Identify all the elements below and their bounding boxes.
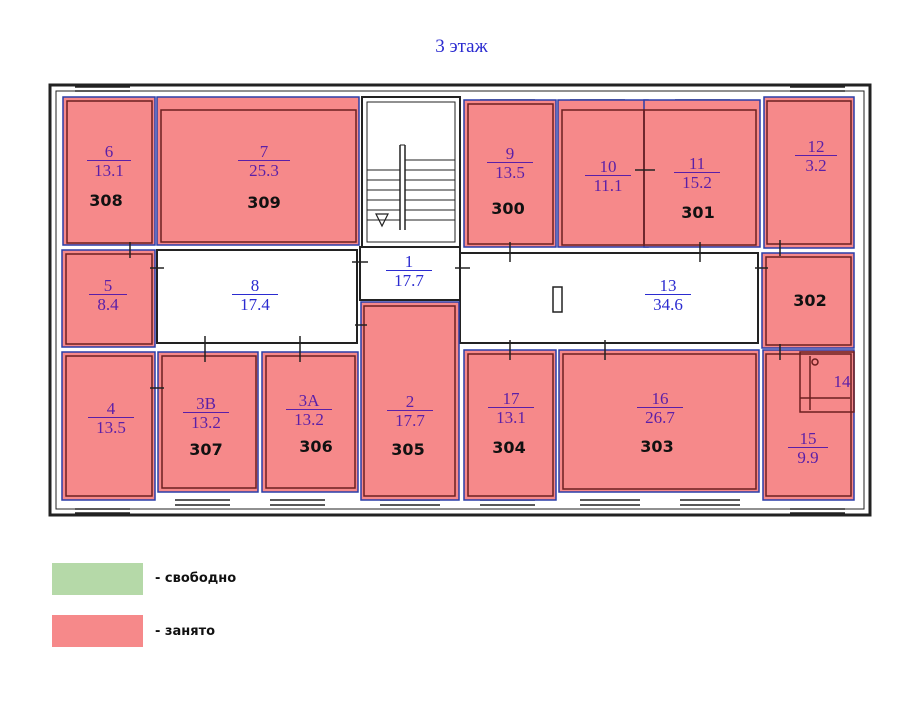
room-6[interactable]: [62, 96, 156, 246]
room-3v[interactable]: [157, 351, 259, 493]
corridor-13: [459, 252, 759, 344]
room-12[interactable]: [763, 96, 855, 249]
inner-wall: [55, 90, 865, 510]
floor-plan: [48, 83, 872, 517]
hall-1: [359, 246, 461, 301]
legend-occupied-label: - занято: [155, 624, 216, 639]
column: [552, 286, 563, 313]
floor-title: 3 этаж: [435, 36, 488, 57]
room-11-number: 301: [681, 203, 715, 222]
room-7[interactable]: [156, 96, 360, 246]
room-5[interactable]: [61, 249, 156, 348]
room-7-number: 309: [247, 193, 281, 212]
corridor-8: [156, 249, 358, 344]
room-3v-number: 307: [189, 440, 223, 459]
room-17-number: 304: [492, 438, 526, 457]
room-10[interactable]: [557, 99, 649, 248]
room-16[interactable]: [558, 349, 760, 493]
legend-free-swatch: [52, 563, 143, 595]
legend-occupied-swatch: [52, 615, 143, 647]
windows-bottom: [75, 499, 845, 514]
legend-free-label: - свободно: [155, 571, 237, 586]
stairwell: [361, 96, 461, 248]
room-6-number: 308: [89, 191, 123, 210]
room-9-number: 300: [491, 199, 525, 218]
outer-wall: [48, 83, 872, 517]
room-4[interactable]: [61, 351, 156, 501]
room-302-number: 302: [793, 291, 827, 310]
room-2[interactable]: [360, 301, 460, 501]
room-14-label: 14: [833, 372, 851, 391]
room-17[interactable]: [463, 349, 557, 501]
room-9[interactable]: [463, 99, 557, 248]
room-3a[interactable]: [261, 351, 359, 493]
room-11[interactable]: [643, 99, 761, 248]
room-15[interactable]: [762, 349, 855, 501]
room-2-number: 305: [391, 440, 425, 459]
room-302[interactable]: [761, 252, 855, 349]
room-3a-number: 306: [299, 437, 333, 456]
room-16-number: 303: [640, 437, 674, 456]
doors: [129, 169, 781, 389]
